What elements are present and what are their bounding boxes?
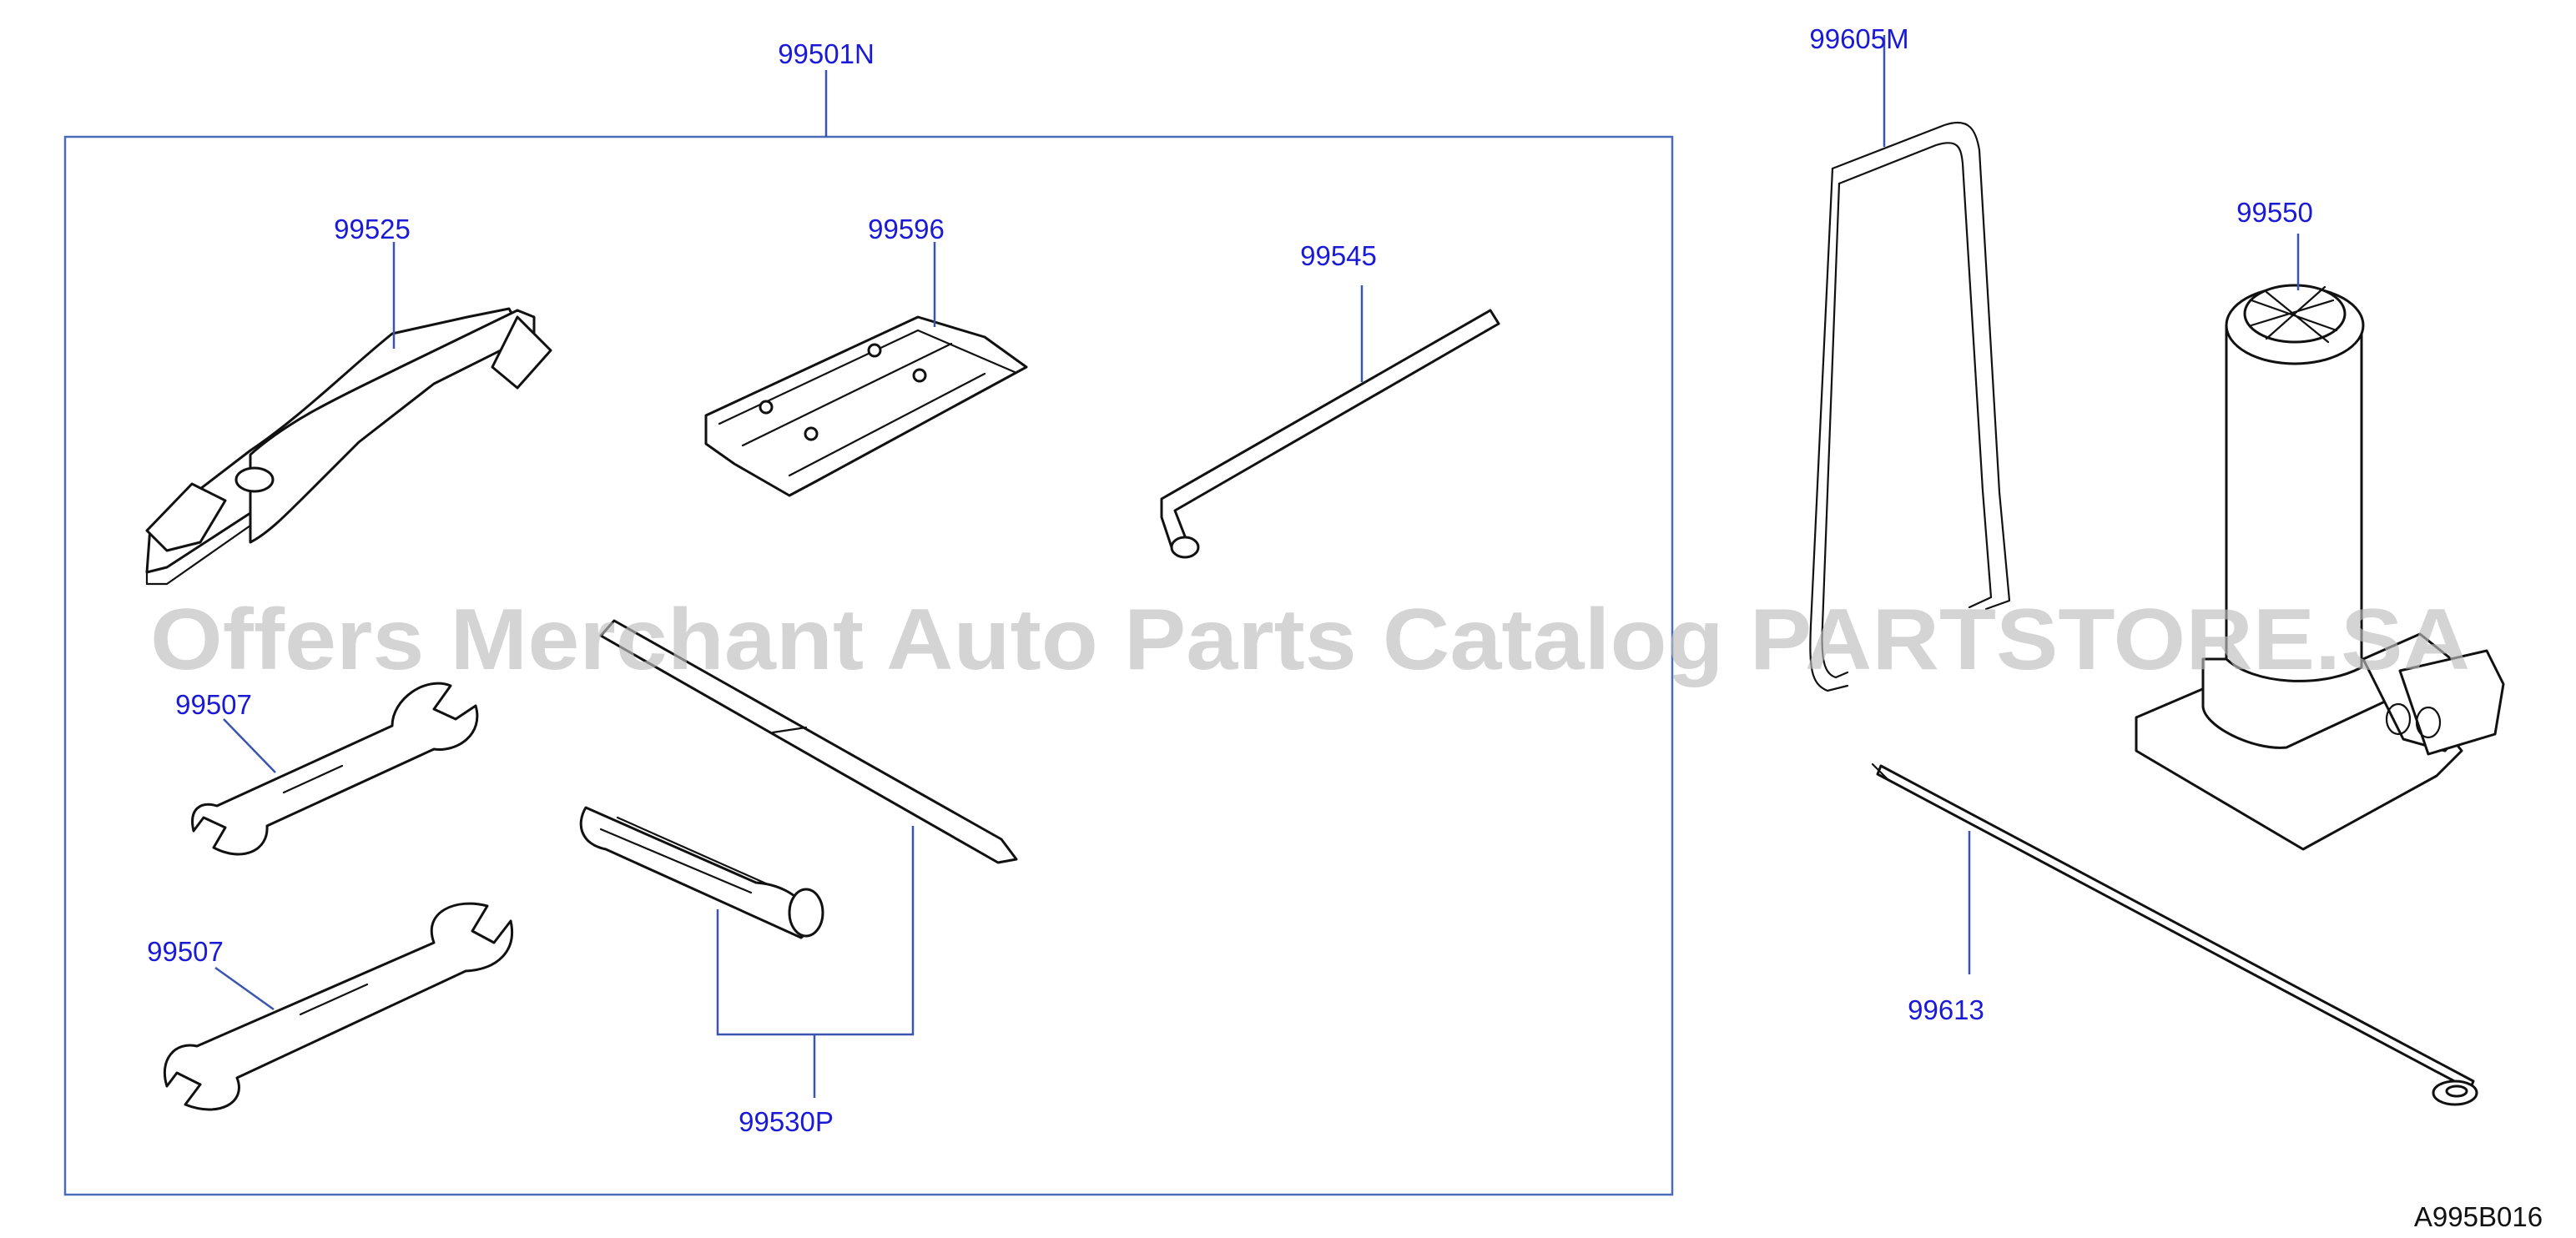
large-wrench-label[interactable]: 99507 <box>147 936 224 967</box>
l-wrench-label[interactable]: 99545 <box>1300 240 1377 271</box>
jack-handle-label[interactable]: 99605M <box>1809 23 1908 54</box>
jack-handle-icon <box>1809 121 2011 692</box>
watermark: Offers Merchant Auto Parts Catalog PARTS… <box>150 591 2470 688</box>
small-wrench-leader <box>223 718 276 773</box>
rod-label[interactable]: 99613 <box>1908 994 1984 1025</box>
screwdriver-label[interactable]: 99530P <box>739 1106 834 1137</box>
large-wrench-leader <box>214 966 275 1011</box>
kit-frame <box>63 135 1674 1196</box>
large-wrench-icon <box>163 902 513 1111</box>
screwdriver-icon <box>579 619 1018 939</box>
small-wrench-label[interactable]: 99507 <box>175 689 252 720</box>
jack-icon <box>2135 284 2505 851</box>
kit-label[interactable]: 99501N <box>778 38 875 69</box>
rod-icon <box>1871 762 2478 1106</box>
plate-label[interactable]: 99596 <box>868 214 945 244</box>
diagram-code: A995B016 <box>2414 1201 2543 1232</box>
plate-icon <box>704 315 1028 497</box>
pliers-icon <box>145 307 552 586</box>
screwdriver-leader <box>716 826 915 1098</box>
jack-label[interactable]: 99550 <box>2236 197 2313 228</box>
pliers-label[interactable]: 99525 <box>334 214 411 244</box>
small-wrench-icon <box>191 682 479 856</box>
l-wrench-icon <box>1160 309 1500 559</box>
